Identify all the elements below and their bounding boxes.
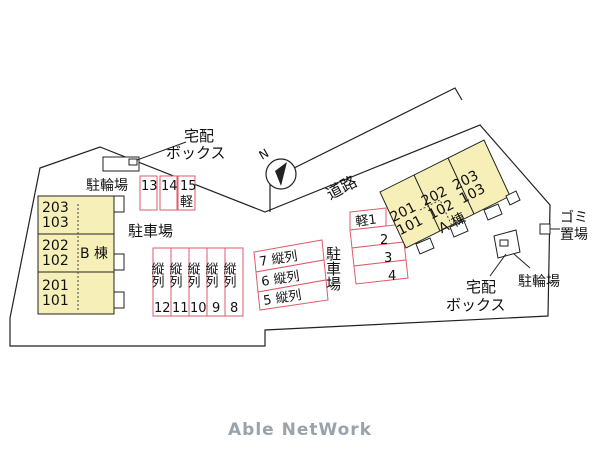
parking-horizontal-label: 7 縦列 bbox=[258, 249, 298, 270]
delivery-box-right-label-2: ボックス bbox=[446, 296, 506, 314]
delivery-box-top-label-2: ボックス bbox=[166, 144, 226, 162]
parking-vertical-label: 縦列 bbox=[203, 262, 219, 289]
parking-right-group bbox=[349, 207, 409, 285]
building-b-room-bottom: 103 bbox=[42, 215, 69, 231]
delivery-box-top-label-1: 宅配 bbox=[184, 127, 214, 145]
parking-right-label: 駐車場 bbox=[324, 246, 342, 291]
garbage-box bbox=[539, 223, 551, 235]
north-compass: N bbox=[257, 146, 297, 190]
building-b-name: B 棟 bbox=[80, 246, 108, 262]
parking-horizontal-label: 6 縦列 bbox=[260, 269, 300, 290]
parking-space-number: 14 bbox=[161, 179, 178, 194]
delivery-box-right-label-1: 宅配 bbox=[466, 278, 496, 296]
parking-space-number: 15 bbox=[180, 179, 197, 194]
parking-vertical-label: 縦列 bbox=[167, 262, 183, 289]
parking-space-number: 8 bbox=[230, 301, 238, 316]
building-b bbox=[37, 195, 125, 315]
building-b-room-top: 201 bbox=[42, 278, 69, 294]
parking-top-row bbox=[139, 175, 196, 211]
parking-vertical-label: 縦列 bbox=[185, 262, 201, 289]
parking-vertical-label: 縦列 bbox=[149, 262, 165, 289]
footer-watermark: Able NetWork bbox=[228, 420, 372, 440]
parking-space-number: 3 bbox=[384, 251, 392, 266]
bicycle-parking-left-label: 駐輪場 bbox=[86, 177, 128, 194]
building-b-room-top: 203 bbox=[42, 200, 69, 216]
bicycle-parking-right-label: 駐輪場 bbox=[518, 273, 560, 290]
parking-space-number: 11 bbox=[172, 301, 189, 316]
parking-horizontal-label: 5 縦列 bbox=[262, 288, 302, 309]
parking-space-number: 2 bbox=[380, 233, 388, 248]
parking-space-number: 13 bbox=[141, 179, 158, 194]
building-b-room-bottom: 102 bbox=[42, 253, 69, 269]
parking-space-number: 10 bbox=[190, 301, 207, 316]
parking-space-number: 4 bbox=[388, 269, 396, 284]
garbage-label-1: ゴミ bbox=[560, 209, 588, 226]
parking-space-number: 軽1 bbox=[355, 212, 378, 229]
building-a bbox=[379, 139, 521, 255]
building-b-room-bottom: 101 bbox=[42, 293, 69, 309]
road-edge bbox=[269, 87, 463, 212]
parking-kei-label: 軽 bbox=[180, 195, 193, 210]
parking-vertical-group bbox=[152, 247, 244, 317]
parking-space-number: 9 bbox=[212, 301, 220, 316]
parking-vertical-label: 縦列 bbox=[221, 262, 237, 289]
parking-space-number: 12 bbox=[154, 301, 171, 316]
vertical-label-group: 縦列 縦列 縦列 縦列 縦列 bbox=[149, 262, 237, 289]
garbage-label-2: 置場 bbox=[560, 227, 588, 243]
building-b-room-top: 202 bbox=[42, 238, 69, 254]
parking-left-label: 駐車場 bbox=[128, 222, 173, 240]
parking-horizontal-group bbox=[253, 239, 329, 311]
north-label: N bbox=[257, 146, 272, 163]
